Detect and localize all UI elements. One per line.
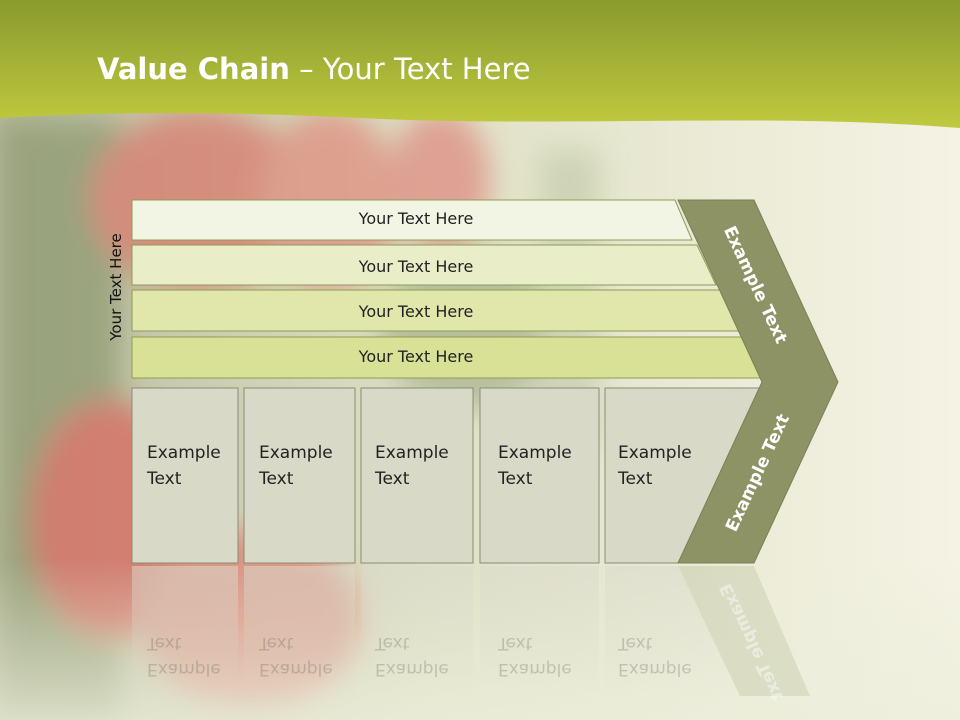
- side-label: Your Text Here: [107, 233, 125, 341]
- row-label-3: Your Text Here: [358, 302, 474, 321]
- row-label-4: Your Text Here: [358, 347, 474, 366]
- row-label-1: Your Text Here: [358, 209, 474, 228]
- title-rest: – Your Text Here: [289, 52, 531, 86]
- title-bold: Value Chain: [97, 52, 290, 86]
- slide-title: Value Chain – Your Text Here: [97, 52, 531, 86]
- row-label-2: Your Text Here: [358, 257, 474, 276]
- header-band: [0, 0, 960, 128]
